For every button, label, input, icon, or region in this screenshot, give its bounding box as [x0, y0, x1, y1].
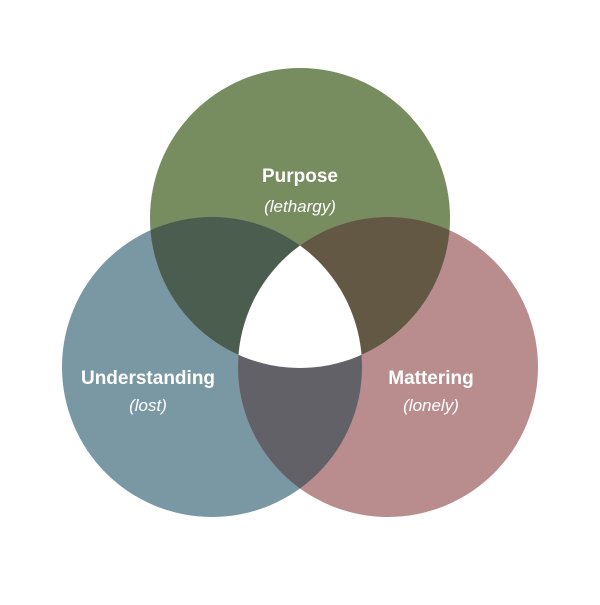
purpose-title: Purpose	[262, 166, 338, 187]
understanding-subtitle: (lost)	[129, 396, 167, 415]
purpose-subtitle: (lethargy)	[264, 197, 336, 216]
center-overlap	[238, 217, 362, 368]
mattering-title: Mattering	[388, 368, 474, 389]
understanding-title: Understanding	[81, 368, 215, 389]
mattering-subtitle: (lonely)	[403, 396, 459, 415]
